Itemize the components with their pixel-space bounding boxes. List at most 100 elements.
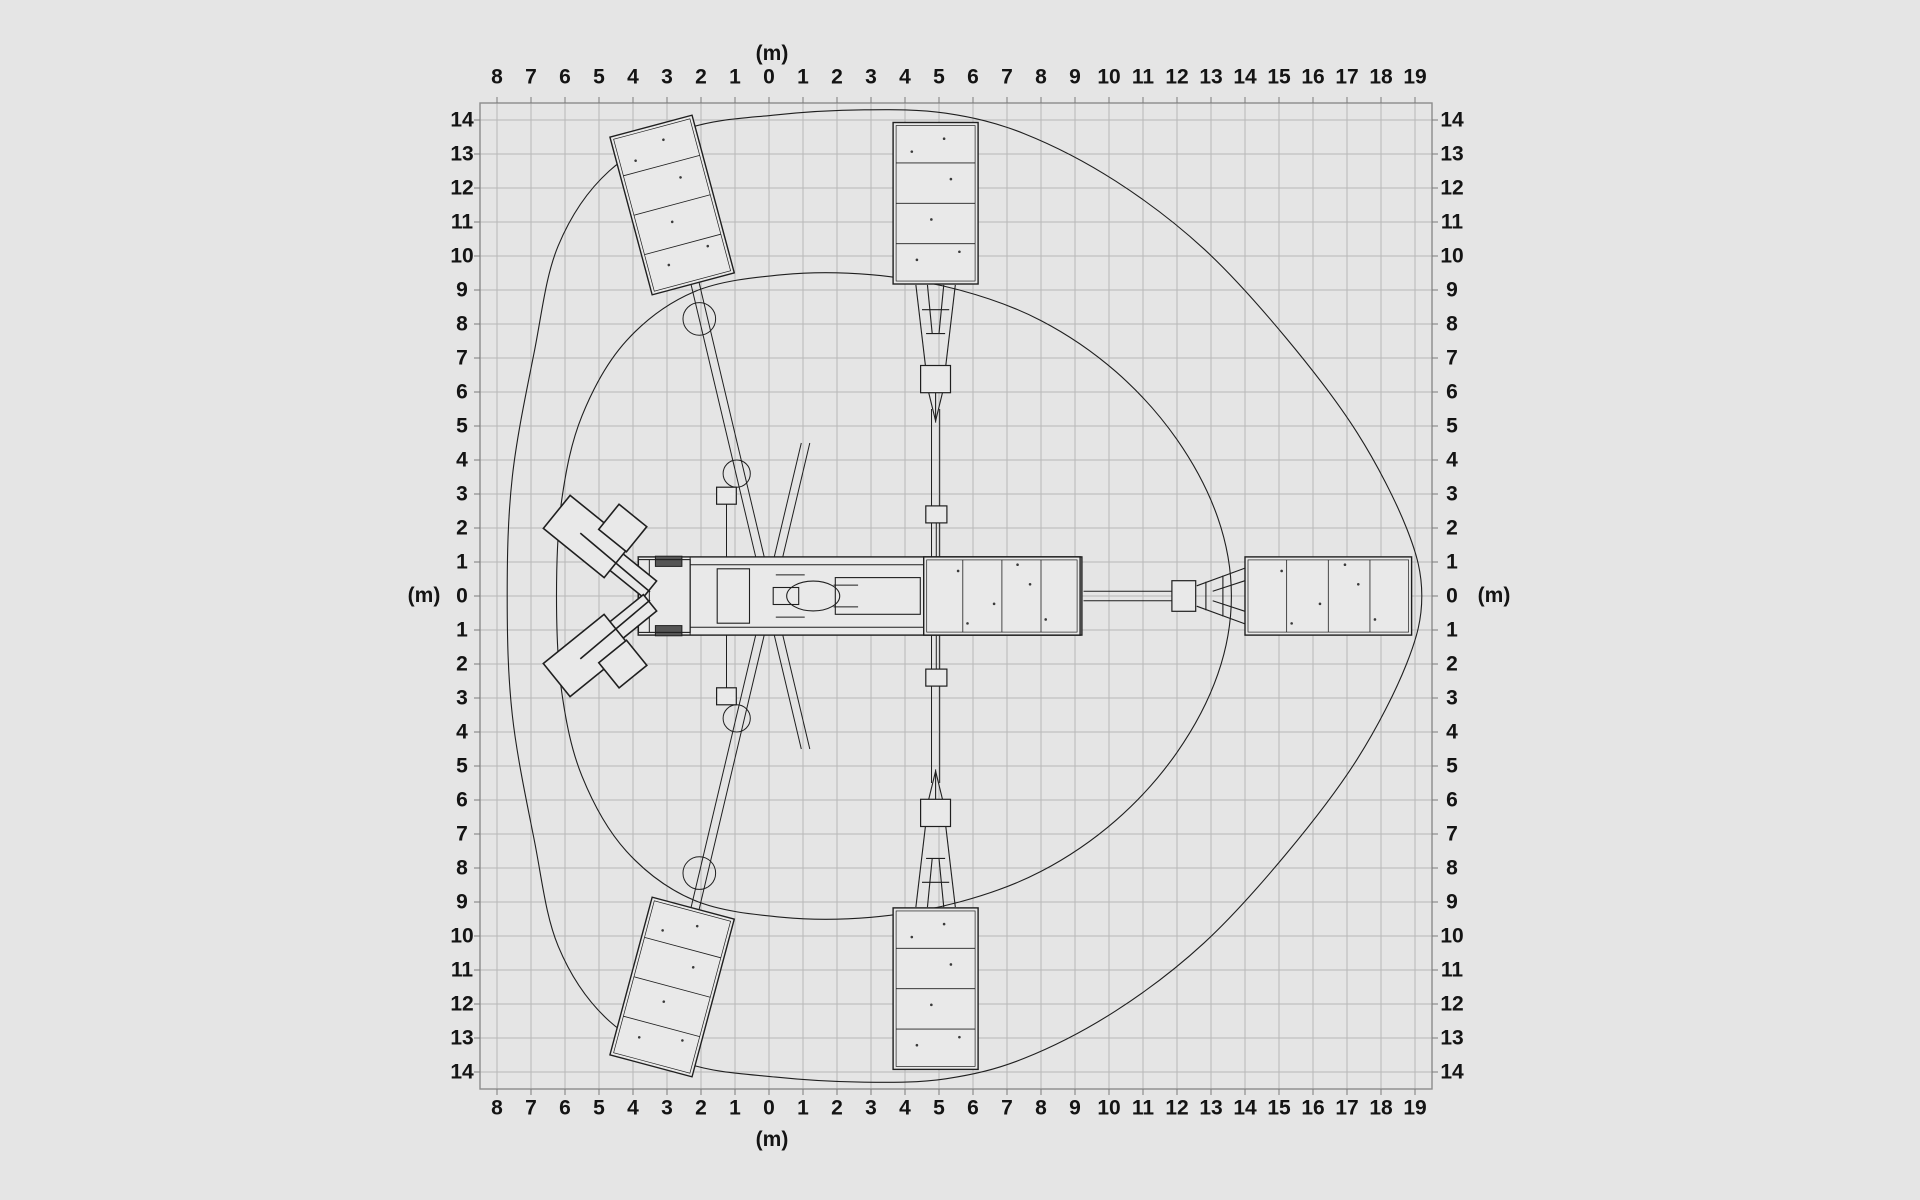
x-label-top-25: 17 [1335,66,1358,89]
y-label-right-3: 11 [1441,211,1464,234]
y-label-left-19: 5 [456,755,468,778]
x-label-top-16: 8 [1035,66,1047,89]
x-label-top-9: 1 [797,66,809,89]
x-label-bottom-2: 6 [559,1097,571,1120]
x-label-bottom-4: 4 [627,1097,639,1120]
x-label-top-14: 6 [967,66,979,89]
x-label-top-24: 16 [1301,66,1324,89]
platform-bottom [892,907,979,1071]
y-label-right-15: 1 [1446,619,1458,642]
x-label-bottom-23: 15 [1267,1097,1291,1120]
y-label-right-8: 6 [1446,381,1458,404]
x-label-top-5: 3 [661,66,673,89]
y-label-right-17: 3 [1446,687,1458,710]
y-label-right-20: 6 [1446,789,1458,812]
y-label-left-12: 2 [456,517,468,540]
y-label-left-5: 9 [456,279,468,302]
unit-label-right: (m) [1477,584,1511,607]
platform-top [892,121,979,285]
x-label-top-12: 4 [899,66,911,89]
x-label-bottom-0: 8 [491,1097,503,1120]
x-label-bottom-27: 19 [1403,1097,1426,1120]
x-label-bottom-25: 17 [1335,1097,1358,1120]
x-label-bottom-19: 11 [1132,1097,1155,1120]
y-label-right-18: 4 [1446,721,1458,744]
platform-bottom-left [609,896,736,1078]
y-label-right-16: 2 [1446,653,1458,676]
y-label-left-27: 13 [450,1027,473,1050]
y-label-left-3: 11 [451,211,474,234]
platform-top-left [609,114,736,296]
platform-right [1244,556,1413,636]
x-label-bottom-12: 4 [899,1097,911,1120]
y-label-right-1: 13 [1440,143,1463,166]
x-label-bottom-22: 14 [1233,1097,1257,1120]
y-label-left-17: 3 [456,687,468,710]
y-label-left-24: 10 [450,925,473,948]
y-label-left-7: 7 [456,347,468,370]
y-label-right-9: 5 [1446,415,1458,438]
y-label-right-6: 8 [1446,313,1458,336]
x-label-top-10: 2 [831,66,843,89]
x-label-bottom-9: 1 [797,1097,809,1120]
y-label-left-22: 8 [456,857,468,880]
y-label-left-14: 0 [456,585,468,608]
x-label-bottom-18: 10 [1097,1097,1120,1120]
x-label-top-20: 12 [1165,66,1188,89]
x-label-bottom-5: 3 [661,1097,673,1120]
y-label-right-25: 11 [1441,959,1464,982]
x-label-top-13: 5 [933,66,945,89]
outrigger-pads [716,486,948,706]
x-label-top-7: 1 [729,66,741,89]
y-label-left-11: 3 [456,483,468,506]
x-label-top-3: 5 [593,66,605,89]
y-label-right-24: 10 [1440,925,1463,948]
x-label-top-0: 8 [491,66,503,89]
y-label-left-26: 12 [450,993,473,1016]
y-label-right-14: 0 [1446,585,1458,608]
x-label-bottom-6: 2 [695,1097,707,1120]
x-label-bottom-15: 7 [1001,1097,1013,1120]
x-label-bottom-21: 13 [1199,1097,1222,1120]
x-label-bottom-14: 6 [967,1097,979,1120]
y-label-left-20: 6 [456,789,468,812]
y-label-left-25: 11 [451,959,474,982]
x-label-top-15: 7 [1001,66,1013,89]
x-label-top-27: 19 [1403,66,1426,89]
y-label-left-0: 14 [450,109,474,132]
y-label-right-12: 2 [1446,517,1458,540]
x-label-top-4: 4 [627,66,639,89]
x-label-bottom-16: 8 [1035,1097,1047,1120]
y-label-right-5: 9 [1446,279,1458,302]
x-label-top-21: 13 [1199,66,1222,89]
x-label-bottom-24: 16 [1301,1097,1324,1120]
x-label-bottom-26: 18 [1369,1097,1393,1120]
unit-label-bottom: (m) [755,1128,789,1151]
x-label-top-23: 15 [1267,66,1291,89]
y-label-left-15: 1 [456,619,468,642]
y-label-right-13: 1 [1446,551,1458,574]
front-basket-assembly [542,494,658,698]
y-label-right-28: 14 [1440,1061,1464,1084]
truck-plan-view [637,555,1083,637]
x-label-bottom-1: 7 [525,1097,537,1120]
x-label-top-11: 3 [865,66,877,89]
y-label-right-0: 14 [1440,109,1464,132]
y-label-right-7: 7 [1446,347,1458,370]
x-label-top-18: 10 [1097,66,1120,89]
y-label-left-23: 9 [456,891,468,914]
work-platforms [609,114,1413,1078]
boom-bottom [915,769,956,908]
boom-axis-lines [673,211,941,981]
y-label-right-19: 5 [1446,755,1458,778]
y-label-left-6: 8 [456,313,468,336]
unit-label-top: (m) [755,42,789,65]
y-label-left-1: 13 [450,143,473,166]
x-label-bottom-10: 2 [831,1097,843,1120]
y-label-left-28: 14 [450,1061,474,1084]
